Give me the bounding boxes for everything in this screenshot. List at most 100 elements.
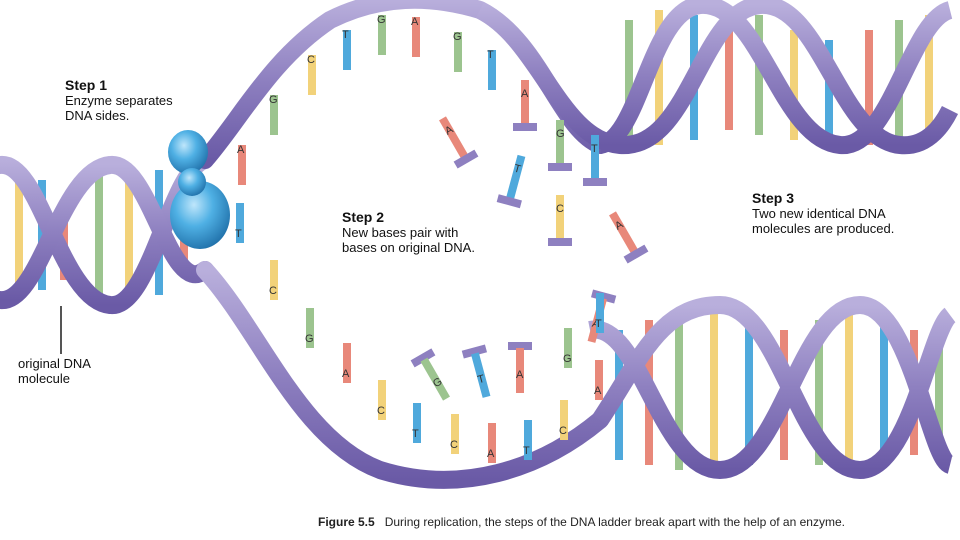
original-dna-label: original DNA molecule	[18, 356, 91, 386]
step-1-line-2: DNA sides.	[65, 108, 130, 123]
original-label-line-2: molecule	[18, 371, 71, 386]
step-3-title: Step 3	[752, 190, 795, 206]
lower-base	[524, 420, 532, 460]
free-nucleotide-letter: A	[521, 88, 529, 100]
upper-base-letter: G	[377, 14, 386, 26]
free-nucleotide-letter: T	[512, 163, 522, 176]
upper-base-letter: T	[487, 49, 494, 61]
upper-base	[343, 30, 351, 70]
lower-base	[560, 400, 568, 440]
base-pair-rung	[865, 30, 873, 145]
upper-base	[488, 50, 496, 90]
free-nucleotide-letter: A	[516, 369, 524, 381]
upper-base-letter: A	[237, 144, 245, 156]
free-nucleotide-letter: G	[556, 128, 565, 140]
base-pair-rung	[625, 20, 633, 140]
free-nucleotide: C	[548, 195, 572, 246]
step-1-label: Step 1 Enzyme separates DNA sides.	[65, 77, 173, 123]
figure-caption: Figure 5.5 During replication, the steps …	[318, 515, 845, 529]
free-nucleotide-letter: T	[591, 143, 598, 155]
lower-base	[564, 328, 572, 368]
upper-base	[378, 15, 386, 55]
step-2-line-1: New bases pair with	[342, 225, 459, 240]
lower-base	[236, 203, 244, 243]
lower-base	[270, 260, 278, 300]
base-letters: A G C T G A G T T C G A C T C A T C A G T	[235, 14, 604, 463]
original-strand-b	[0, 156, 214, 309]
lower-base-letter: A	[487, 448, 495, 460]
free-nucleotide: A	[508, 342, 532, 393]
step-3-line-1: Two new identical DNA	[752, 206, 886, 221]
step-2-label: Step 2 New bases pair with bases on orig…	[342, 209, 475, 255]
lower-base	[306, 308, 314, 348]
enzyme	[168, 130, 230, 249]
separated-lower-strand	[196, 261, 609, 489]
free-nucleotide-letter: T	[476, 373, 486, 386]
leader-line	[60, 306, 62, 354]
figure-number: Figure 5.5	[318, 515, 375, 529]
free-nucleotide: T	[496, 154, 526, 209]
caption-text: During replication, the steps of the DNA…	[384, 515, 845, 529]
free-nucleotide: G	[410, 348, 450, 401]
base-pair-rung	[755, 15, 763, 135]
lower-base-letter: C	[377, 405, 385, 417]
base-pair-rung	[655, 10, 663, 145]
step-1-line-1: Enzyme separates	[65, 93, 173, 108]
lower-base-letter: A	[594, 385, 602, 397]
lower-base-letter: T	[235, 228, 242, 240]
base-pair-rung	[675, 310, 683, 470]
lower-base	[413, 403, 421, 443]
step-1-title: Step 1	[65, 77, 108, 93]
lower-base	[451, 414, 459, 454]
free-nucleotide: T	[461, 344, 491, 398]
base-pair-rung	[845, 310, 853, 470]
lower-base-letter: T	[595, 318, 602, 330]
new-dna-molecule-upper	[475, 0, 959, 155]
lower-base-letter: T	[523, 445, 530, 457]
base-pair-rung	[825, 40, 833, 145]
upper-base	[412, 17, 420, 57]
base-pair-rung	[925, 15, 933, 140]
upper-base-letter: A	[411, 16, 419, 28]
step-3-label: Step 3 Two new identical DNA molecules a…	[752, 190, 894, 236]
upper-base	[238, 145, 246, 185]
base-pair-rung	[815, 320, 823, 465]
base-pair-rung	[790, 30, 798, 140]
lower-base-letter: C	[269, 285, 277, 297]
upper-base	[454, 32, 462, 72]
free-nucleotides: A A T G T C A G T A A	[410, 80, 649, 401]
upper-base	[270, 95, 278, 135]
upper-base-letter: C	[307, 54, 315, 66]
lower-base	[343, 343, 351, 383]
base-pair-rung	[15, 175, 23, 290]
dna-replication-diagram: A A T G T C A G T A A A G C T G A G T T C G A C T C A T C A G T	[0, 0, 959, 489]
base-pair-rung	[745, 320, 753, 465]
lower-base-letter: G	[305, 333, 314, 345]
base-pair-rung	[935, 335, 943, 460]
lower-base-letter: C	[450, 439, 458, 451]
original-label-line-1: original DNA	[18, 356, 91, 371]
lower-base	[595, 360, 603, 400]
lower-base-letter: C	[559, 425, 567, 437]
lower-base	[596, 293, 604, 333]
upper-base-letter: G	[269, 94, 278, 106]
free-nucleotide: A	[439, 116, 479, 169]
base-pair-rung	[880, 320, 888, 460]
step-3-line-2: molecules are produced.	[752, 221, 895, 236]
step-2-title: Step 2	[342, 209, 385, 225]
lower-base-letter: A	[342, 368, 350, 380]
upper-base-letter: T	[342, 29, 349, 41]
base-pair-rung	[710, 310, 718, 470]
free-nucleotide: A	[609, 211, 649, 264]
free-nucleotide: T	[583, 135, 607, 186]
step-2-line-2: bases on original DNA.	[342, 240, 475, 255]
lower-base	[378, 380, 386, 420]
free-nucleotide: A	[513, 80, 537, 131]
base-pair-rung	[725, 20, 733, 130]
upper-base	[308, 55, 316, 95]
base-pair-rung	[125, 165, 133, 305]
lower-base	[488, 423, 496, 463]
base-pair-rung	[95, 170, 103, 300]
free-nucleotide: G	[548, 120, 572, 171]
free-nucleotide-letter: C	[556, 203, 564, 215]
